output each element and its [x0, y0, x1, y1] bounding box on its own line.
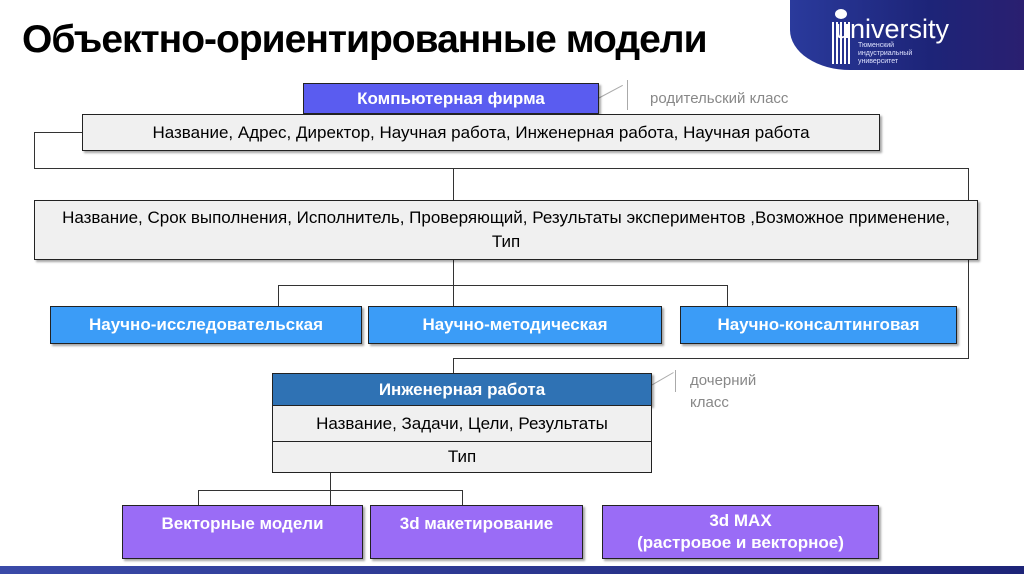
note-line: класс — [690, 394, 729, 411]
parent-class-attributes: Название, Адрес, Директор, Научная работ… — [82, 114, 880, 151]
leader-line — [627, 80, 628, 110]
parent-class-header: Компьютерная фирма — [303, 83, 599, 114]
logo-mark — [832, 22, 850, 64]
connector — [278, 285, 279, 306]
connector — [453, 260, 454, 306]
connector — [968, 168, 969, 358]
connector — [198, 490, 199, 505]
type-3d-max: 3d MAX (растровое и векторное) — [602, 505, 879, 559]
type-consulting: Научно-консалтинговая — [680, 306, 957, 344]
connector — [453, 168, 454, 200]
globe-icon — [835, 9, 847, 19]
connector — [34, 132, 35, 168]
research-attributes: Название, Срок выполнения, Исполнитель, … — [34, 200, 978, 260]
child-class-type: Тип — [272, 441, 652, 473]
child-class-note: дочерний класс — [690, 370, 756, 414]
parent-class-note: родительский класс — [650, 90, 789, 107]
type-methodical: Научно-методическая — [368, 306, 662, 344]
connector — [278, 285, 728, 286]
connector — [462, 490, 463, 505]
connector — [453, 358, 969, 359]
note-line: дочерний — [690, 372, 757, 389]
type-3d-max-subtitle: (растровое и векторное) — [637, 533, 844, 552]
child-class-header: Инженерная работа — [272, 373, 652, 406]
connector — [453, 358, 454, 373]
connector — [727, 285, 728, 306]
leader-line — [650, 372, 674, 386]
header-band — [790, 0, 1024, 70]
child-class-attributes: Название, Задачи, Цели, Результаты — [272, 405, 652, 442]
footer-band — [0, 566, 1024, 574]
connector — [330, 472, 331, 505]
type-3d-max-title: 3d MAX — [709, 511, 772, 530]
type-research: Научно-исследовательская — [50, 306, 362, 344]
type-vector-models: Векторные модели — [122, 505, 363, 559]
connector — [34, 132, 82, 133]
logo-subtitle: Тюменский индустриальный университет — [858, 42, 913, 65]
logo-word: university — [835, 14, 950, 44]
leader-line — [597, 84, 623, 99]
type-3d-layout: 3d макетирование — [370, 505, 583, 559]
connector — [198, 490, 462, 491]
connector — [34, 168, 968, 169]
page-title: Объектно-ориентированные модели — [22, 18, 708, 61]
leader-line — [675, 370, 676, 392]
